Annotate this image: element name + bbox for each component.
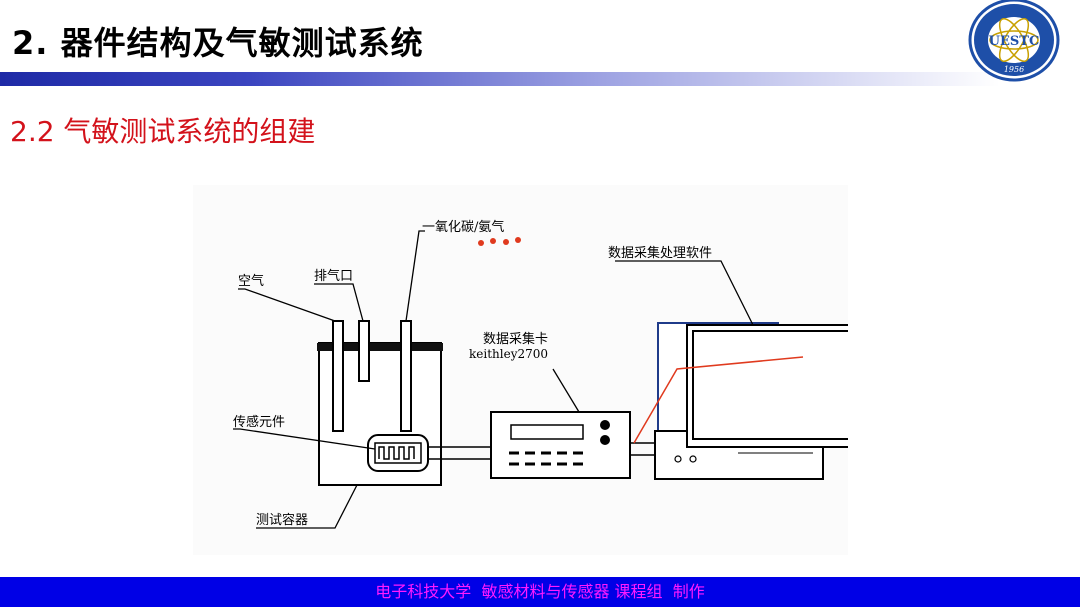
- gas-molecule-dots: [478, 237, 521, 246]
- air-label: 空气: [238, 273, 264, 289]
- logo-text: UESTC: [989, 34, 1040, 49]
- container-label: 测试容器: [256, 512, 308, 528]
- sensor-label: 传感元件: [233, 414, 285, 430]
- gas-sensing-test-system-diagram: 一氧化碳/氨气 空气 排气口 数据采集处理软件 数据采集卡 keithley27…: [193, 185, 848, 555]
- gas-label: 一氧化碳/氨气: [422, 219, 504, 235]
- software-label: 数据采集处理软件: [608, 245, 712, 261]
- sensor-element: [367, 434, 429, 472]
- footer-text: 电子科技大学 敏感材料与传感器 课程组 制作: [375, 582, 705, 601]
- title-underline-bar: [0, 72, 1000, 86]
- computer: [654, 322, 848, 480]
- daq-card-label: 数据采集卡: [483, 331, 548, 347]
- daq-card-unit: [490, 411, 631, 479]
- footer-bar: 电子科技大学 敏感材料与传感器 课程组 制作: [0, 577, 1080, 607]
- logo-year: 1956: [1004, 65, 1024, 74]
- label-leader-lines: [233, 230, 754, 529]
- daq-model-label: keithley2700: [469, 347, 548, 361]
- exhaust-label: 排气口: [314, 268, 353, 284]
- university-logo: UESTC 1956: [968, 0, 1060, 82]
- slide-title: 2. 器件结构及气敏测试系统: [12, 24, 424, 62]
- signal-line: [633, 356, 804, 444]
- section-subtitle: 2.2 气敏测试系统的组建: [10, 115, 316, 148]
